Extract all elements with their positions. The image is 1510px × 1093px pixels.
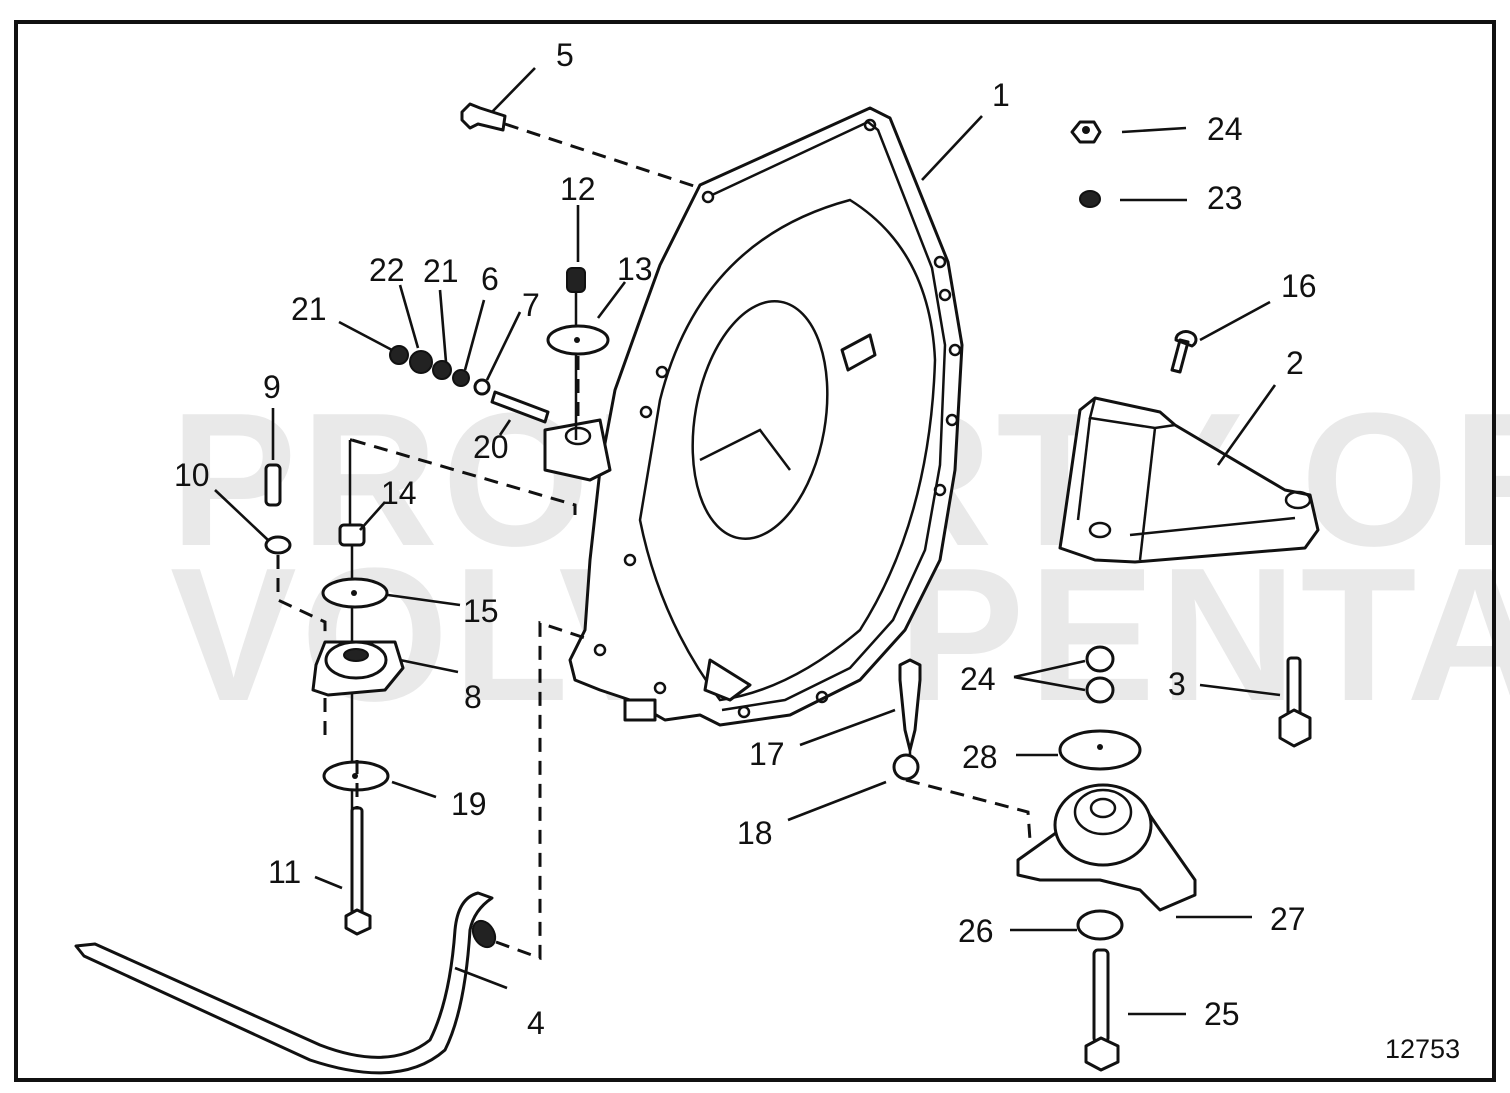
callout-22: 22 (369, 252, 405, 288)
callout-14: 14 (381, 475, 417, 511)
bolt-5-part (460, 102, 507, 132)
callout-9: 9 (263, 369, 281, 405)
bolt-3-part (1278, 656, 1312, 748)
callout-20: 20 (473, 429, 509, 465)
callout-2: 2 (1286, 345, 1304, 381)
washer-26-part (1076, 909, 1124, 941)
callout-24-top: 24 (1207, 111, 1243, 147)
bolt-11-part (350, 806, 364, 918)
callout-3: 3 (1168, 666, 1186, 702)
housing-bolt-holes (593, 118, 962, 719)
stud-20-part (490, 390, 550, 424)
callout-1: 1 (992, 77, 1010, 113)
callout-19: 19 (451, 786, 487, 822)
callout-15: 15 (463, 593, 499, 629)
callout-12: 12 (560, 171, 596, 207)
callout-7: 7 (522, 287, 540, 323)
callout-21-right: 21 (423, 253, 459, 289)
bolt-25-part (1092, 948, 1110, 1044)
callout-25: 25 (1204, 996, 1240, 1032)
callout-26: 26 (958, 913, 994, 949)
nut-12-washer-13-part (546, 267, 610, 440)
callout-18: 18 (737, 815, 773, 851)
diagram-frame (14, 20, 1496, 1082)
callout-8: 8 (464, 679, 482, 715)
nut-washer-stack-part (389, 345, 550, 424)
callout-24-pair: 24 (960, 661, 996, 697)
bolt-9-part (264, 463, 292, 555)
assembly-dashed-lines (276, 122, 1032, 961)
bolt-17-part (892, 658, 922, 781)
support-bar-part (74, 891, 497, 1075)
callout-4: 4 (527, 1005, 545, 1041)
callout-21-left: 21 (291, 291, 327, 327)
mount-27-part (1016, 783, 1197, 1072)
callout-17: 17 (749, 736, 785, 772)
callout-13: 13 (617, 251, 653, 287)
callout-23: 23 (1207, 180, 1243, 216)
callout-28: 28 (962, 739, 998, 775)
nuts-24-pair-part (1085, 645, 1115, 704)
callout-27: 27 (1270, 901, 1306, 937)
bolt-16-part (1170, 330, 1198, 374)
callout-16: 16 (1281, 268, 1317, 304)
callout-11: 11 (268, 854, 301, 890)
washer-10-part (264, 535, 292, 555)
callout-labels: 1 2 3 4 5 6 7 8 9 10 11 12 13 14 15 16 1… (174, 37, 1460, 1064)
figure-number: 12753 (1385, 1034, 1460, 1064)
flywheel-housing-part (543, 106, 964, 727)
callout-10: 10 (174, 457, 210, 493)
washer-18-part (892, 753, 920, 781)
engine-bracket-part (1058, 396, 1320, 564)
leader-lines (214, 67, 1281, 1016)
mount-8-stack-part (311, 545, 405, 936)
washer-28-part (1058, 729, 1142, 771)
callout-5: 5 (556, 37, 574, 73)
nut-24-washer-23-part (1070, 120, 1102, 208)
callout-6: 6 (481, 261, 499, 297)
